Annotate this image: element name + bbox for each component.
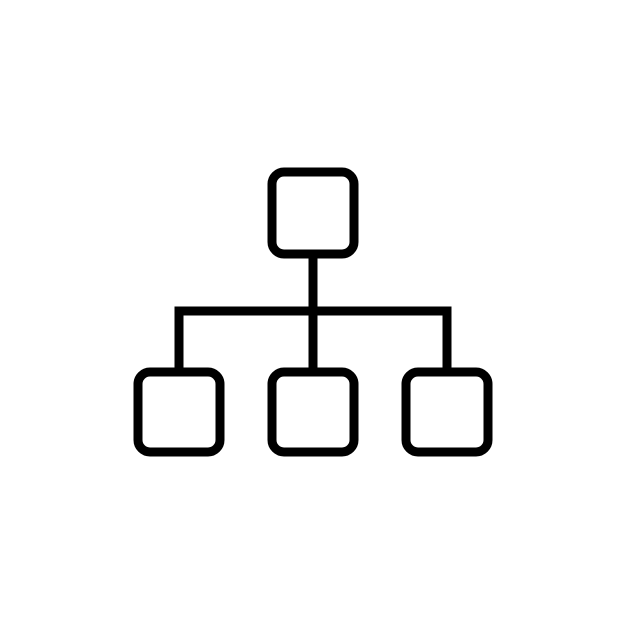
connector-lines bbox=[174, 250, 452, 375]
child-middle-node-box bbox=[267, 367, 359, 457]
root-node-box bbox=[267, 167, 359, 259]
child-left-node-box bbox=[133, 367, 225, 457]
child-right-node-box bbox=[401, 367, 493, 457]
node-boxes bbox=[133, 167, 493, 457]
